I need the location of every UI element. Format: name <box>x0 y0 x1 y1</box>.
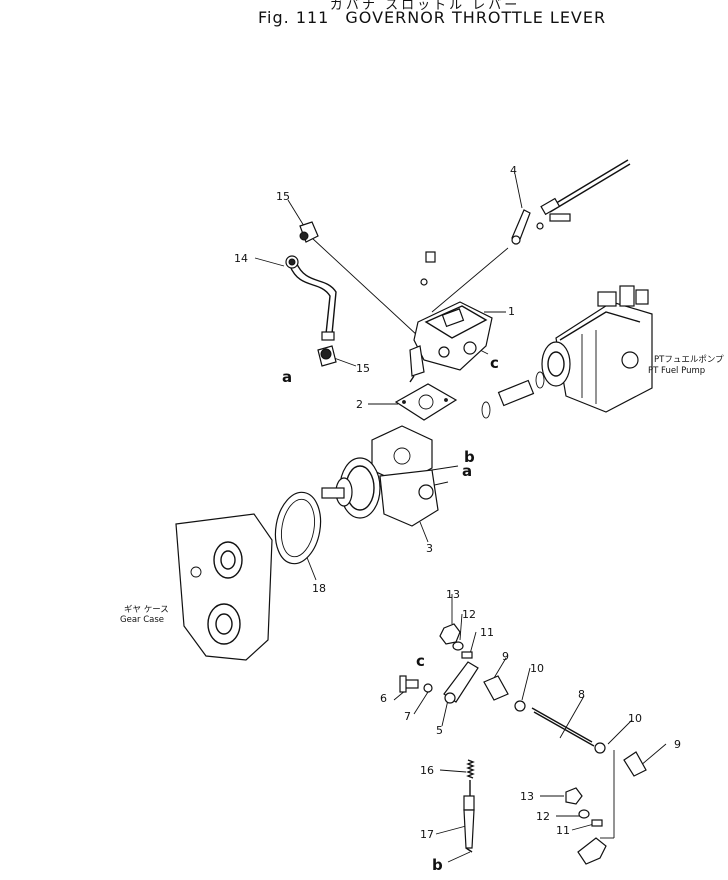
callout-6: 6 <box>380 692 387 705</box>
part-11-pin <box>461 651 473 659</box>
part-3-drive-housing <box>321 425 439 527</box>
callout-14: 14 <box>234 252 248 265</box>
callout-13-upper: 13 <box>446 588 460 601</box>
part-5-lever <box>443 661 479 704</box>
part-15-fitting-lower <box>317 345 337 367</box>
callout-18: 18 <box>312 582 326 595</box>
callout-12-lower: 12 <box>536 810 550 823</box>
part-18-gasket <box>274 491 322 565</box>
callout-17: 17 <box>420 828 434 841</box>
callout-15-upper: 15 <box>276 190 290 203</box>
callout-9-upper: 9 <box>502 650 509 663</box>
part-17-rod-end <box>463 795 475 853</box>
letter-b-rod-end: b <box>432 856 443 874</box>
gear-case <box>175 513 273 661</box>
part-6-bolt <box>399 675 419 693</box>
bracket-lower-right <box>577 837 607 865</box>
part-1-governor-housing <box>409 251 493 383</box>
part-9-joint-upper <box>483 675 509 701</box>
callout-2: 2 <box>356 398 363 411</box>
callout-1: 1 <box>508 305 515 318</box>
letter-c-lever: c <box>416 652 425 670</box>
figure-title: Fig. 111 GOVERNOR THROTTLE LEVER <box>258 8 606 27</box>
part-13-nut <box>439 623 461 645</box>
pt-fuel-pump <box>541 285 653 413</box>
callout-11-upper: 11 <box>480 626 494 639</box>
letter-a-tube: a <box>282 368 292 386</box>
letter-a-housing: a <box>462 462 472 480</box>
part-10-nut-lower <box>594 742 606 754</box>
part-12-washer-lower <box>578 809 590 819</box>
callout-10-lower: 10 <box>628 712 642 725</box>
part-14-tube <box>285 255 337 341</box>
callout-3: 3 <box>426 542 433 555</box>
title-japanese: ガバナ スロットル レバー <box>330 0 521 13</box>
callout-10-upper: 10 <box>530 662 544 675</box>
callout-15-lower: 15 <box>356 362 370 375</box>
part-4-throttle-rod <box>511 159 631 245</box>
part-11-pin-lower <box>591 819 603 827</box>
part-7-washer <box>423 683 433 693</box>
label-gear-case-jp: ギヤ ケース <box>124 605 169 615</box>
figure-number: Fig. 111 <box>258 8 330 27</box>
callout-7: 7 <box>404 710 411 723</box>
label-fuel-pump-en: PT Fuel Pump <box>648 366 705 376</box>
callout-8: 8 <box>578 688 585 701</box>
coupling-sleeve <box>481 371 545 419</box>
part-16-spring <box>466 759 475 796</box>
callout-13-lower: 13 <box>520 790 534 803</box>
part-9-joint-lower <box>623 751 647 777</box>
label-gear-case-en: Gear Case <box>120 615 164 625</box>
part-10-nut-upper <box>514 700 526 712</box>
figure-name: GOVERNOR THROTTLE LEVER <box>345 8 607 27</box>
callout-12-upper: 12 <box>462 608 476 621</box>
part-8-rod <box>531 707 595 747</box>
part-13-nut-lower <box>565 787 583 805</box>
callout-4: 4 <box>510 164 517 177</box>
part-2-gasket <box>394 383 458 421</box>
part-12-washer <box>452 641 464 651</box>
callout-16: 16 <box>420 764 434 777</box>
callout-5: 5 <box>436 724 443 737</box>
letter-b-housing: b <box>464 448 475 466</box>
label-fuel-pump-jp: PTフュエルポンプ <box>654 355 724 365</box>
part-15-fitting-upper <box>299 221 319 243</box>
callout-9-lower: 9 <box>674 738 681 751</box>
letter-c-governor: c <box>490 354 499 372</box>
callout-11-lower: 11 <box>556 824 570 837</box>
